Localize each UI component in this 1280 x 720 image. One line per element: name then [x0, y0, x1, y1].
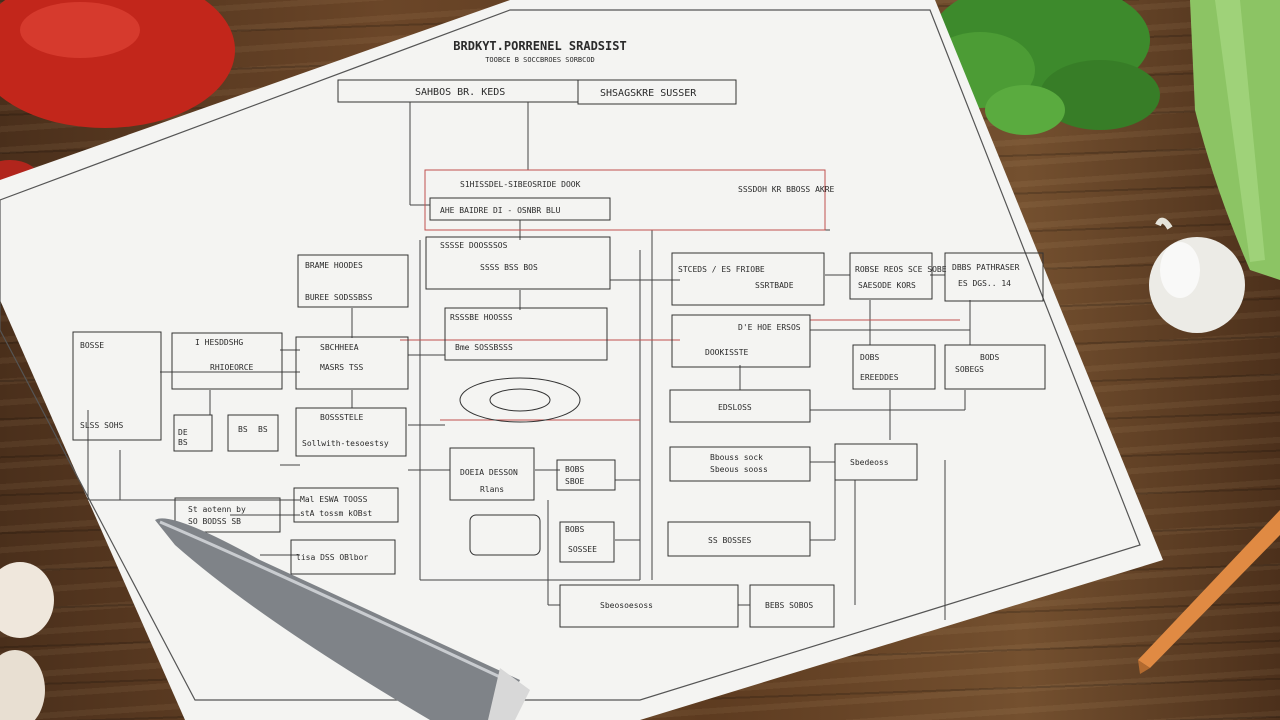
box-label: SSSDOH KR BBOSS AKRE — [738, 185, 835, 194]
box-label: lisa DSS OBlbor — [296, 553, 368, 562]
box-label: SBCHHEEA — [320, 343, 359, 352]
pencil — [1138, 510, 1280, 674]
box-label: BRAME HOODES — [305, 261, 363, 270]
box-label: ES DGS.. 14 — [958, 279, 1011, 288]
box-label: S1HISSDEL-SIBEOSRIDE DOOK — [460, 180, 581, 189]
mushroom — [0, 562, 54, 720]
box-label: DBBS PATHRASER — [952, 263, 1020, 272]
box-label: SSRTBADE — [755, 281, 794, 290]
box-label: BEBS SOBOS — [765, 601, 813, 610]
box-label: BS — [238, 425, 248, 434]
box-label: SLSS SOHS — [80, 421, 124, 430]
tomato — [0, 0, 235, 200]
box-label: Mal ESWA TOOSS — [300, 495, 368, 504]
box-label: I HESDDSHG — [195, 338, 243, 347]
box-label: DOEIA DESSON — [460, 468, 518, 477]
header-right-label: SHSAGSKRE SUSSER — [600, 88, 697, 99]
box-label: Sbeosoesoss — [600, 601, 653, 610]
box-label: BOSSE — [80, 341, 104, 350]
celery — [1190, 0, 1280, 280]
box-label: D'E HOE ERSOS — [738, 323, 801, 332]
box-label: BOBS — [565, 465, 584, 474]
box-label: BS — [178, 438, 188, 447]
diagram-sheet: BRDKYT.PORRENEL SRADSIST TOOBCE B SOCCBR… — [0, 0, 1163, 720]
box-label: DOBS — [860, 353, 879, 362]
box-label: DOOKISSTE — [705, 348, 749, 357]
box-label: MASRS TSS — [320, 363, 364, 372]
box-label: SAESODE KORS — [858, 281, 916, 290]
box-label: BUREE SODSSBSS — [305, 293, 373, 302]
knife — [155, 518, 530, 720]
box-label: Sbedeoss — [850, 458, 889, 467]
box-label: EREEDDES — [860, 373, 899, 382]
box-label: St aotenn by — [188, 505, 246, 514]
box-label: Sbeous sooss — [710, 465, 768, 474]
box-label: SSSS BSS BOS — [480, 263, 538, 272]
box-label: BOBS — [565, 525, 584, 534]
box-label: Bme SOSSBSSS — [455, 343, 513, 352]
box-label: RSSSBE HOOSSS — [450, 313, 513, 322]
box-label: Bbouss sock — [710, 453, 763, 462]
box-label: BOSSSTELE — [320, 413, 364, 422]
box-label: RHIOEORCE — [210, 363, 254, 372]
box-label: AHE BAIDRE DI - OSNBR BLU — [440, 206, 561, 215]
garlic — [1149, 217, 1245, 333]
box-label: SS BOSSES — [708, 536, 752, 545]
box-label: stA tossm kOBst — [300, 509, 372, 518]
box-label: SO BODSS SB — [188, 517, 241, 526]
box-label: Sollwith-tesoestsy — [302, 439, 389, 448]
box-label: SOBEGS — [955, 365, 984, 374]
box-label: BODS — [980, 353, 999, 362]
box-label: BS — [258, 425, 268, 434]
box-label: STCEDS / ES FRIOBE — [678, 265, 765, 274]
box-label: SBOE — [565, 477, 584, 486]
box-label: Rlans — [480, 485, 504, 494]
document-title: BRDKYT.PORRENEL SRADSIST — [453, 39, 626, 53]
document-subtitle: TOOBCE B SOCCBROES SORBCOD — [485, 56, 595, 64]
box-label: SSSSE DOOSSSOS — [440, 241, 508, 250]
header-left-label: SAHBOS BR. KEDS — [415, 87, 505, 98]
box-label: SOSSEE — [568, 545, 597, 554]
box-label: EDSLOSS — [718, 403, 752, 412]
box-label: DE — [178, 428, 188, 437]
box-label: ROBSE REOS SCE SOBE — [855, 265, 947, 274]
